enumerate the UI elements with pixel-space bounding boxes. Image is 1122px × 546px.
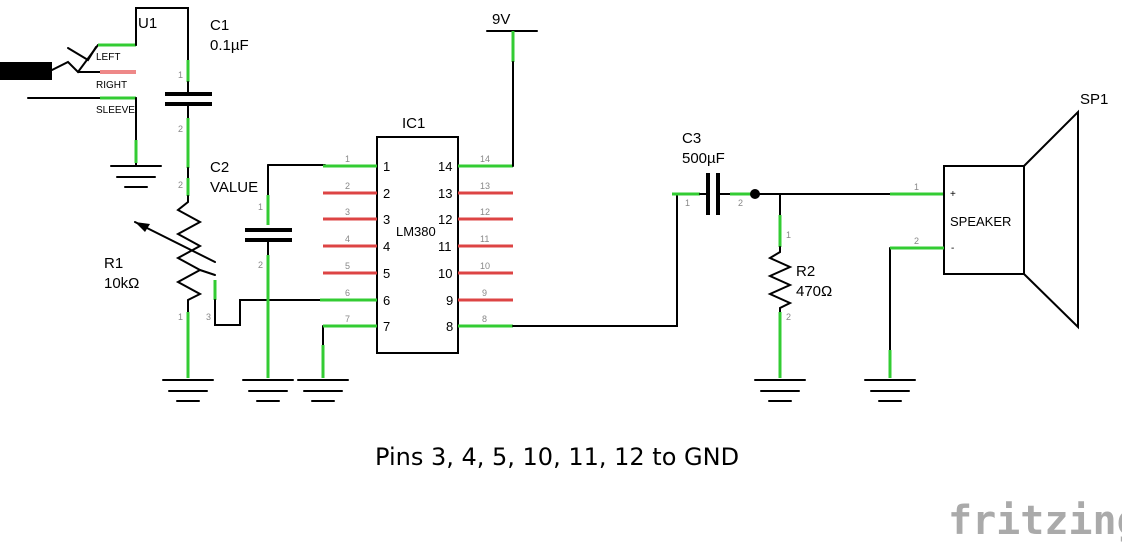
r2-ref: R2 (796, 263, 815, 280)
ic1-lpin4-num: 4 (345, 234, 350, 244)
ic1-lpin2-in: 2 (383, 186, 390, 201)
fritzing-logo: fritzing (948, 498, 1122, 544)
node-wires (754, 192, 944, 216)
c2-pin1: 1 (258, 202, 263, 212)
ic1-rpin11-num: 11 (480, 234, 489, 244)
c3-pin2: 2 (738, 198, 743, 208)
r1-ref: R1 (104, 255, 123, 272)
ic1-rpin14-num: 14 (480, 154, 490, 164)
ic1-rpin12-num: 12 (480, 207, 490, 217)
output-wire (512, 192, 700, 327)
jack-right-label: RIGHT (96, 80, 127, 91)
c2-ref: C2 (210, 159, 229, 176)
ic1-rpin12-in: 12 (438, 212, 452, 227)
r2-value: 470Ω (796, 283, 832, 300)
supply-label: 9V (492, 11, 510, 28)
supply-9v: 9V (486, 11, 538, 167)
speaker-label: SPEAKER (950, 214, 1011, 229)
speaker-pin2: 2 (914, 236, 919, 246)
r1-pin2: 2 (178, 180, 183, 190)
ic1-rpin13-in: 13 (438, 186, 452, 201)
ic1-rpin14-in: 14 (438, 159, 452, 174)
ic1-rpin11-in: 11 (438, 239, 452, 254)
audio-jack-u1: U1 LEFT RIGHT SLEEVE (0, 15, 157, 116)
ic1-lpin3-in: 3 (383, 212, 390, 227)
c2-pin2: 2 (258, 260, 263, 270)
ic1-rpin8-in: 8 (446, 319, 453, 334)
ic1-lpin1-in: 1 (383, 159, 390, 174)
jack-wires (110, 7, 189, 188)
ic1-lpin1-num: 1 (345, 154, 350, 164)
c1-value: 0.1µF (210, 37, 249, 54)
speaker-plus: + (950, 189, 956, 200)
c1-pin1: 1 (178, 70, 183, 80)
c1-ref: C1 (210, 17, 229, 34)
r1-pin3: 3 (206, 312, 211, 322)
ic1-lpin5-num: 5 (345, 261, 350, 271)
resistor-r2: 1 2 R2 470Ω (754, 215, 832, 402)
ic1-rpin9-num: 9 (482, 288, 487, 298)
c1-pin2: 2 (178, 124, 183, 134)
jack-ref: U1 (138, 15, 157, 32)
ic1-lpin7-in: 7 (383, 319, 390, 334)
ic1-lpin3-num: 3 (345, 207, 350, 217)
ic1-rpin8-num: 8 (482, 314, 487, 324)
ground-note: Pins 3, 4, 5, 10, 11, 12 to GND (375, 443, 739, 471)
speaker-pin1: 1 (914, 182, 919, 192)
ic1-lpin2-num: 2 (345, 181, 350, 191)
ground-pin7 (297, 325, 349, 402)
c3-value: 500µF (682, 150, 725, 167)
ic1-rpin10-in: 10 (438, 266, 452, 281)
ic1-lpin4-in: 4 (383, 239, 390, 254)
r2-pin1: 1 (786, 230, 791, 240)
capacitor-c3: 1 2 C3 500µF (682, 130, 760, 215)
speaker-minus: - (951, 243, 954, 254)
c3-pin1: 1 (685, 198, 690, 208)
ic1-part: LM380 (396, 224, 436, 239)
r2-pin2: 2 (786, 312, 791, 322)
r1-value: 10kΩ (104, 275, 139, 292)
c3-ref: C3 (682, 130, 701, 147)
jack-sleeve-label: SLEEVE (96, 105, 135, 116)
ic1-rpin10-num: 10 (480, 261, 490, 271)
ic1-lpin5-in: 5 (383, 266, 390, 281)
ic1-ref: IC1 (402, 115, 425, 132)
ic1-rpin13-num: 13 (480, 181, 490, 191)
potentiometer-r1: 2 1 3 R1 10kΩ (104, 167, 321, 402)
c2-value: VALUE (210, 179, 258, 196)
ic1-rpin9-in: 9 (446, 293, 453, 308)
speaker-ref: SP1 (1080, 91, 1108, 108)
r1-pin1: 1 (178, 312, 183, 322)
ic1-lpin6-in: 6 (383, 293, 390, 308)
capacitor-c2: 1 2 C2 VALUE (210, 159, 326, 402)
capacitor-c1: 1 2 C1 0.1µF (165, 17, 249, 168)
ic1-lpin7-num: 7 (345, 314, 350, 324)
ic-lm380: IC1 LM380 1 2 3 4 5 6 7 1 2 3 4 5 6 7 14… (320, 115, 513, 354)
speaker-sp1: SPEAKER + - SP1 1 2 (864, 91, 1108, 402)
jack-left-label: LEFT (96, 52, 120, 63)
ic1-lpin6-num: 6 (345, 288, 350, 298)
